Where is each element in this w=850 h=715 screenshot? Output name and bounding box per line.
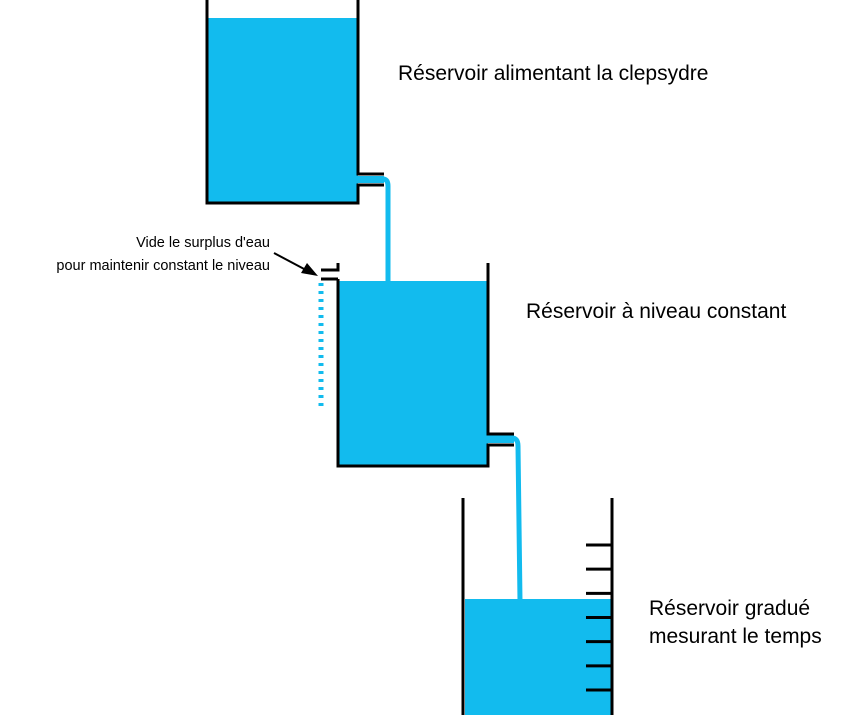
constant-reservoir-label: Réservoir à niveau constant (526, 300, 786, 323)
constant-reservoir-wall (336, 263, 514, 468)
overflow-pointer (273, 252, 318, 276)
graduated-reservoir-label-line1: Réservoir gradué (649, 597, 810, 620)
overflow-label-line2: pour maintenir constant le niveau (56, 258, 270, 274)
graduated-reservoir-wall (461, 498, 614, 715)
graduation-scale (586, 543, 612, 692)
graduated-reservoir-label-line2: mesurant le temps (649, 625, 822, 648)
constant-reservoir-water (338, 281, 488, 465)
feed-to-constant-stream (382, 176, 391, 283)
feed-reservoir-outlet-water (358, 176, 384, 183)
constant-to-graduated-stream (511, 435, 523, 602)
graduated-reservoir (461, 498, 614, 715)
feed-reservoir (205, 0, 391, 283)
overflow-label-line1: Vide le surplus d'eau (136, 235, 270, 251)
overflow-spout (321, 263, 340, 281)
arrow-head-icon (301, 263, 318, 276)
feed-reservoir-label: Réservoir alimentant la clepsydre (398, 62, 708, 85)
constant-reservoir-outlet-water (488, 435, 514, 443)
feed-reservoir-water (207, 18, 358, 203)
constant-level-reservoir (318, 263, 523, 602)
feed-reservoir-wall (205, 0, 384, 205)
